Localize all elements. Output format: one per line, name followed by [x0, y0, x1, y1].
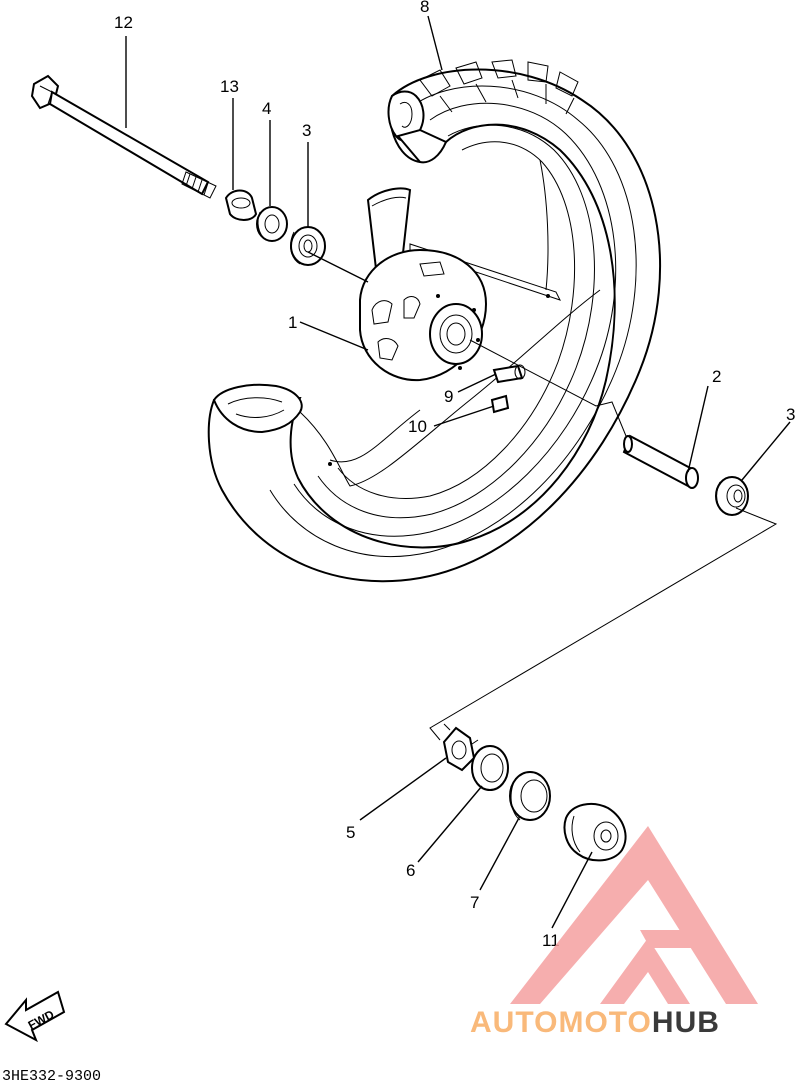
collar-2: [622, 434, 699, 489]
callout-1: 1: [288, 313, 297, 332]
callout-4: 4: [262, 99, 271, 118]
meter-clutch-5: [442, 723, 479, 772]
leader-lines: [125, 15, 791, 929]
watermark-text: AUTOMOTOHUB: [470, 1006, 720, 1039]
gear-unit-7: [509, 771, 551, 821]
callout-12: 12: [114, 13, 133, 32]
bearing-3-right: [715, 476, 749, 516]
callout-8: 8: [420, 0, 429, 16]
callout-3-left: 3: [302, 121, 311, 140]
drawing-code: 3HE332-9300: [2, 1068, 101, 1083]
spacer-13: [224, 189, 258, 221]
callout-3-right: 3: [786, 405, 795, 424]
oil-seal-6: [471, 745, 509, 791]
meter-assembly-11: [563, 802, 627, 862]
callout-11: 11: [542, 931, 560, 950]
callout-5: 5: [346, 823, 355, 842]
callout-13: 13: [220, 77, 239, 96]
oil-seal-4: [256, 206, 288, 242]
wheel-rim: [207, 59, 662, 583]
wheel-hub: [359, 187, 488, 382]
valve-stem: [490, 364, 526, 414]
watermark-logo-icon: [510, 826, 758, 1004]
callout-7: 7: [470, 893, 479, 912]
callout-9: 9: [444, 387, 453, 406]
callout-10: 10: [408, 417, 427, 436]
watermark-part2: HUB: [652, 1006, 720, 1039]
callout-6: 6: [406, 861, 415, 880]
axle-bolt: [30, 74, 217, 199]
fwd-arrow-icon: [4, 990, 66, 1043]
watermark-part1: AUTOMOTO: [470, 1006, 652, 1039]
callout-2: 2: [712, 367, 721, 386]
callout-labels: 12 13 4 3 8 1 9 10 2 3 5 6 7 11: [114, 0, 795, 950]
bearing-3-left: [290, 226, 326, 266]
